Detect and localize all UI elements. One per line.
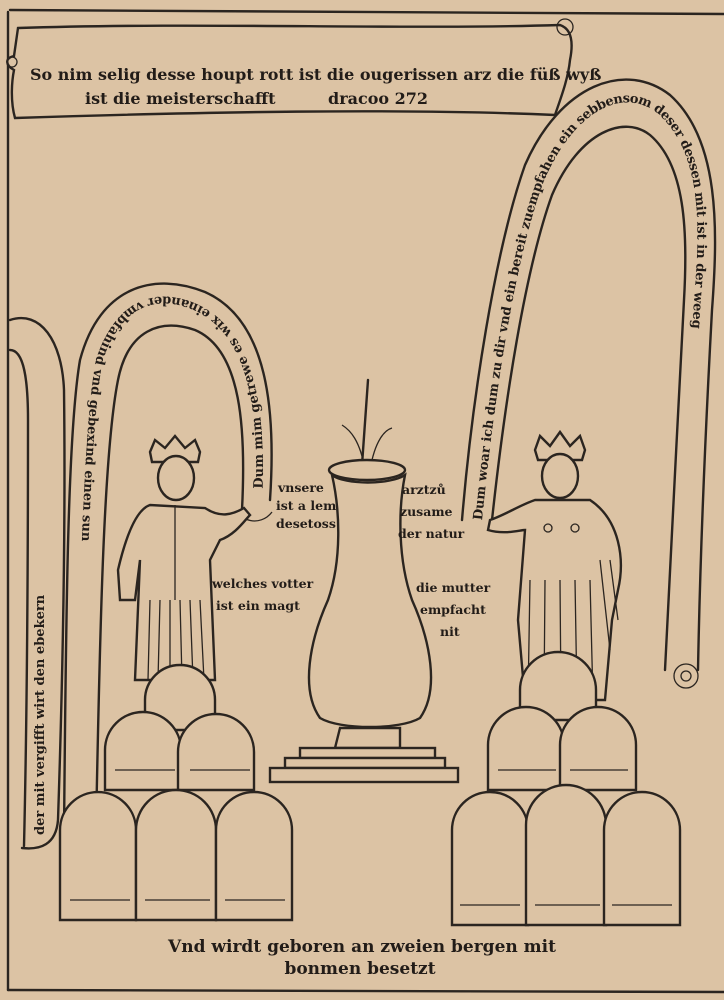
caption: Vnd wirdt geboren an zweien bergen mit b…: [167, 937, 556, 979]
left-outer-banner: der mit vergifft wirt den ebekern: [8, 317, 66, 850]
svg-text:der mit vergifft wirt den ebek: der mit vergifft wirt den ebekern: [33, 594, 48, 835]
left-mountains: [58, 663, 294, 922]
top-banner-line2: ist die meisterschafft: [85, 89, 276, 108]
label-left-bottom: welches votter ist ein magt: [211, 576, 318, 613]
vessel-labels: vnsere ist a lem desetoss welches votter…: [211, 480, 495, 639]
queen-figure: [486, 429, 622, 702]
king-figure: [116, 434, 252, 682]
label-left-top: vnsere ist a lem desetoss: [276, 480, 341, 531]
right-mountains: [450, 650, 682, 927]
left-outer-banner-text: der mit vergifft wirt den ebekern: [33, 594, 48, 835]
svg-text:Dum woar ich dum zu dir vnd ei: Dum woar ich dum zu dir vnd ein bereit z…: [471, 91, 709, 521]
label-right-top: arztzů zusame der natur: [398, 482, 465, 541]
right-banner-text: Dum woar ich dum zu dir vnd ein bereit z…: [471, 91, 709, 521]
top-banner-line1: So nim selig desse houpt rott ist die ou…: [30, 65, 601, 84]
caption-line1: Vnd wirdt geboren an zweien bergen mit: [167, 937, 556, 957]
top-banner-reference: dracoo 272: [328, 89, 428, 108]
top-banner: So nim selig desse houpt rott ist die ou…: [6, 18, 601, 120]
caption-line2: bonmen besetzt: [284, 959, 435, 979]
vessel: [268, 378, 460, 784]
page-frame: [6, 8, 724, 994]
label-right-bottom: die mutter empfacht nit: [416, 580, 495, 639]
